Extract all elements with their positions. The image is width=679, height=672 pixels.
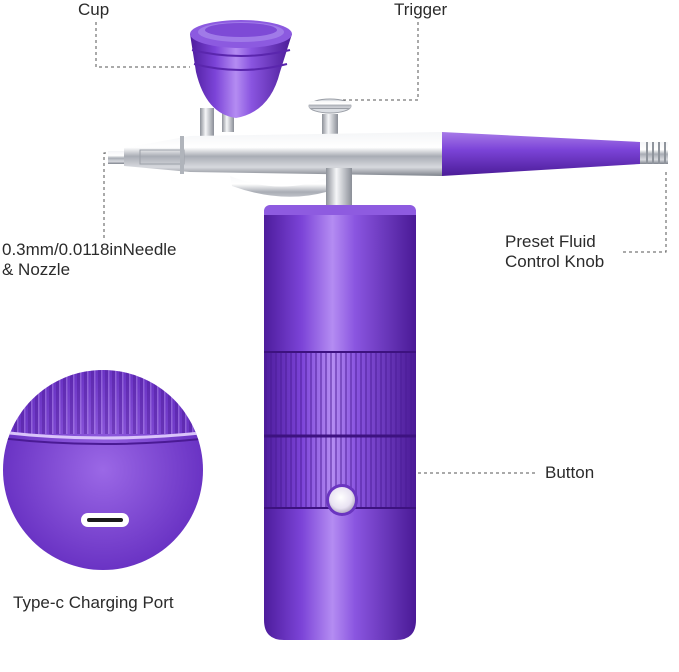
cup-label: Cup: [78, 0, 110, 19]
knob-label-line-2: Control Knob: [505, 252, 605, 271]
needle-leader-line: [103, 152, 124, 238]
knob-leader-line: [622, 172, 667, 253]
needle-label-line-2: & Nozzle: [2, 260, 71, 279]
needle-label-line-1: 0.3mm/0.0118inNeedle: [2, 240, 177, 259]
airbrush-barrel: [108, 132, 668, 176]
charging-port-zoom: [3, 370, 203, 570]
cup-leader-line: [95, 22, 190, 68]
trigger-part: [308, 98, 352, 138]
trigger-leader-line: [338, 22, 419, 101]
trigger-label: Trigger: [394, 0, 448, 19]
charging-port-label: Type-c Charging Port: [13, 593, 174, 612]
paint-cup: [190, 20, 292, 136]
knob-label-line-1: Preset Fluid: [505, 232, 596, 251]
button-label: Button: [545, 463, 595, 482]
needle-nozzle-label: 0.3mm/0.0118inNeedle & Nozzle: [2, 240, 177, 280]
power-button: [326, 484, 358, 516]
airbrush-body: [264, 205, 416, 640]
fluid-knob-label: Preset Fluid Control Knob: [505, 232, 604, 272]
